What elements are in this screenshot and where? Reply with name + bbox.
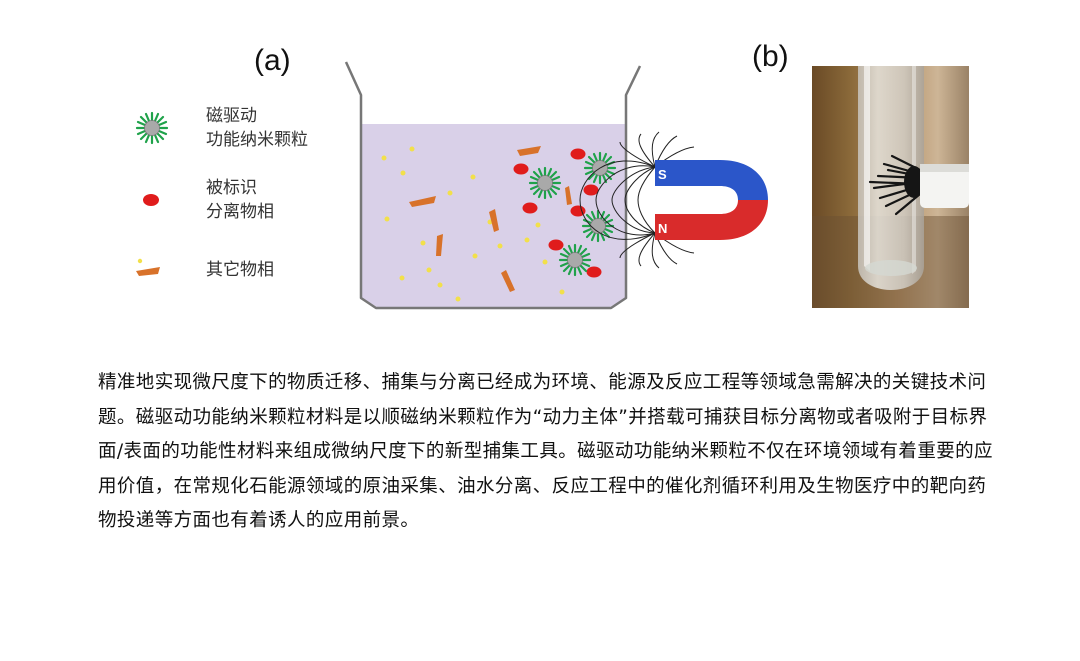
- legend-label-labeled-phase: 被标识 分离物相: [206, 176, 274, 224]
- legend-label-nanoparticle: 磁驱动 功能纳米颗粒: [206, 104, 308, 152]
- legend-line: 功能纳米颗粒: [206, 130, 308, 150]
- horseshoe-magnet: S N: [655, 160, 768, 240]
- red-labeled-particle-icon: [143, 194, 159, 206]
- panel-label-b: (b): [752, 40, 789, 73]
- legend-line: 分离物相: [206, 202, 274, 222]
- legend-line: 被标识: [206, 178, 257, 198]
- magnetic-nanoparticle-icon: [135, 111, 169, 145]
- panel-label-a: (a): [254, 44, 291, 77]
- magnet-block: [920, 164, 969, 208]
- magnet-south-label: S: [658, 167, 667, 182]
- legend-label-other-phase: 其它物相: [206, 258, 274, 282]
- legend-line: 磁驱动: [206, 106, 257, 126]
- description-paragraph: 精准地实现微尺度下的物质迁移、捕集与分离已经成为环境、能源及反应工程等领域急需解…: [98, 372, 993, 531]
- test-tube-photo: [812, 66, 969, 308]
- separation-schematic: S N: [135, 61, 768, 310]
- magnet-north-label: N: [658, 221, 667, 236]
- legend-line: 其它物相: [206, 260, 274, 280]
- other-phase-icon: [136, 258, 160, 276]
- labeled-particles: [513, 148, 602, 278]
- other-phase-dots: [381, 146, 565, 302]
- other-phase-shards: [409, 146, 572, 292]
